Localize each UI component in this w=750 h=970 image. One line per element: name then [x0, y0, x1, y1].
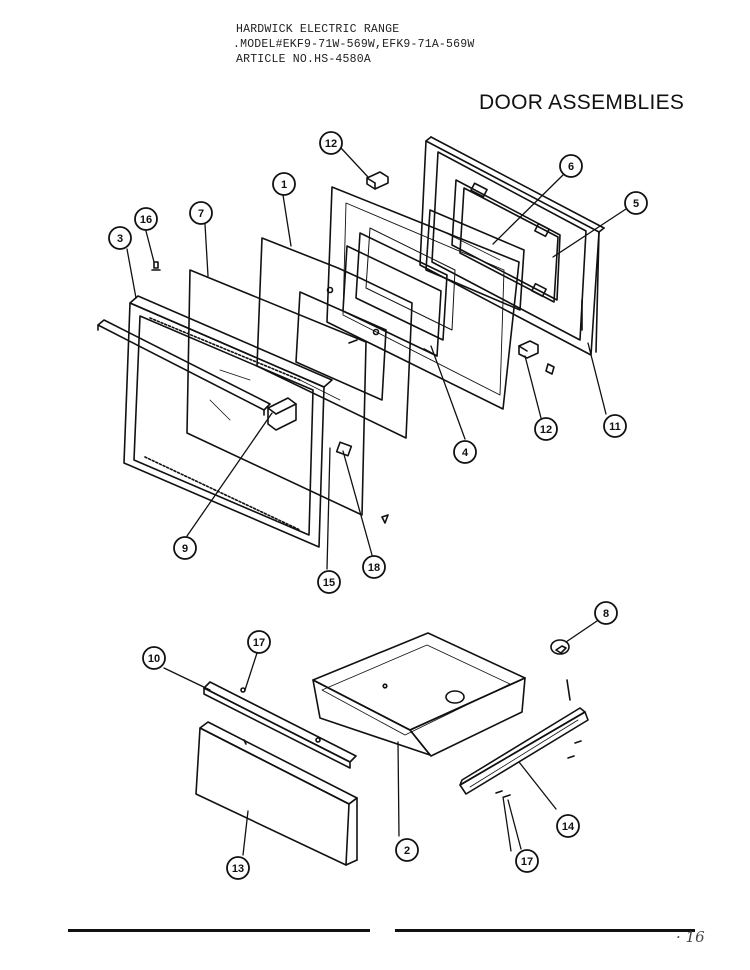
part-outer-glass [186, 269, 389, 524]
callout-8: 8 [603, 608, 609, 620]
header-range-name: HARDWICK ELECTRIC RANGE [236, 23, 400, 36]
header-article-number: ARTICLE NO.HS-4580A [236, 53, 371, 66]
part-door-liner [451, 179, 561, 301]
footer-rule-right [395, 929, 695, 932]
part-drawer-box [312, 632, 526, 757]
callout-10: 10 [148, 653, 160, 665]
callout-6: 6 [568, 161, 574, 173]
part-door-clip-bottom [518, 340, 555, 375]
footer-rule-left [68, 929, 370, 932]
callout-9: 9 [182, 543, 188, 555]
header-model-numbers: .MODEL#EKF9-71W-569W,EFK9-71A-569W [233, 38, 475, 51]
callout-14: 14 [562, 821, 575, 833]
callout-15: 15 [323, 577, 335, 589]
page-number-mark: · 16 [676, 928, 705, 946]
callout-5: 5 [633, 198, 639, 210]
part-drawer-stop-bumper [550, 639, 571, 701]
callout-7: 7 [198, 208, 204, 220]
callout-18: 18 [368, 562, 380, 574]
callout-13: 13 [232, 863, 244, 875]
part-screw [151, 261, 161, 271]
callout-11: 11 [609, 421, 621, 433]
callout-16: 16 [140, 214, 152, 226]
part-handle-bracket [267, 397, 297, 431]
leader-lines [126, 147, 627, 856]
part-outer-door-frame [419, 136, 605, 356]
callout-12-top: 12 [325, 138, 337, 150]
part-drawer-panel [195, 721, 358, 866]
callout-17-top: 17 [253, 637, 265, 649]
callout-circles [108, 131, 648, 880]
page-title: DOOR ASSEMBLIES [479, 91, 685, 114]
callout-3: 3 [117, 233, 123, 245]
part-door-trim-frame [123, 295, 333, 548]
part-door-clip-top [366, 171, 389, 190]
callout-17-bottom: 17 [521, 856, 533, 868]
callout-1: 1 [281, 179, 287, 191]
part-rail-screws [495, 740, 582, 798]
callout-4: 4 [462, 447, 469, 459]
callout-12-bottom: 12 [540, 424, 552, 436]
part-drawer-front-bracket [203, 681, 357, 769]
part-door-handle [97, 319, 271, 416]
part-drawer-slide-rail [459, 707, 589, 795]
callout-2: 2 [404, 845, 410, 857]
